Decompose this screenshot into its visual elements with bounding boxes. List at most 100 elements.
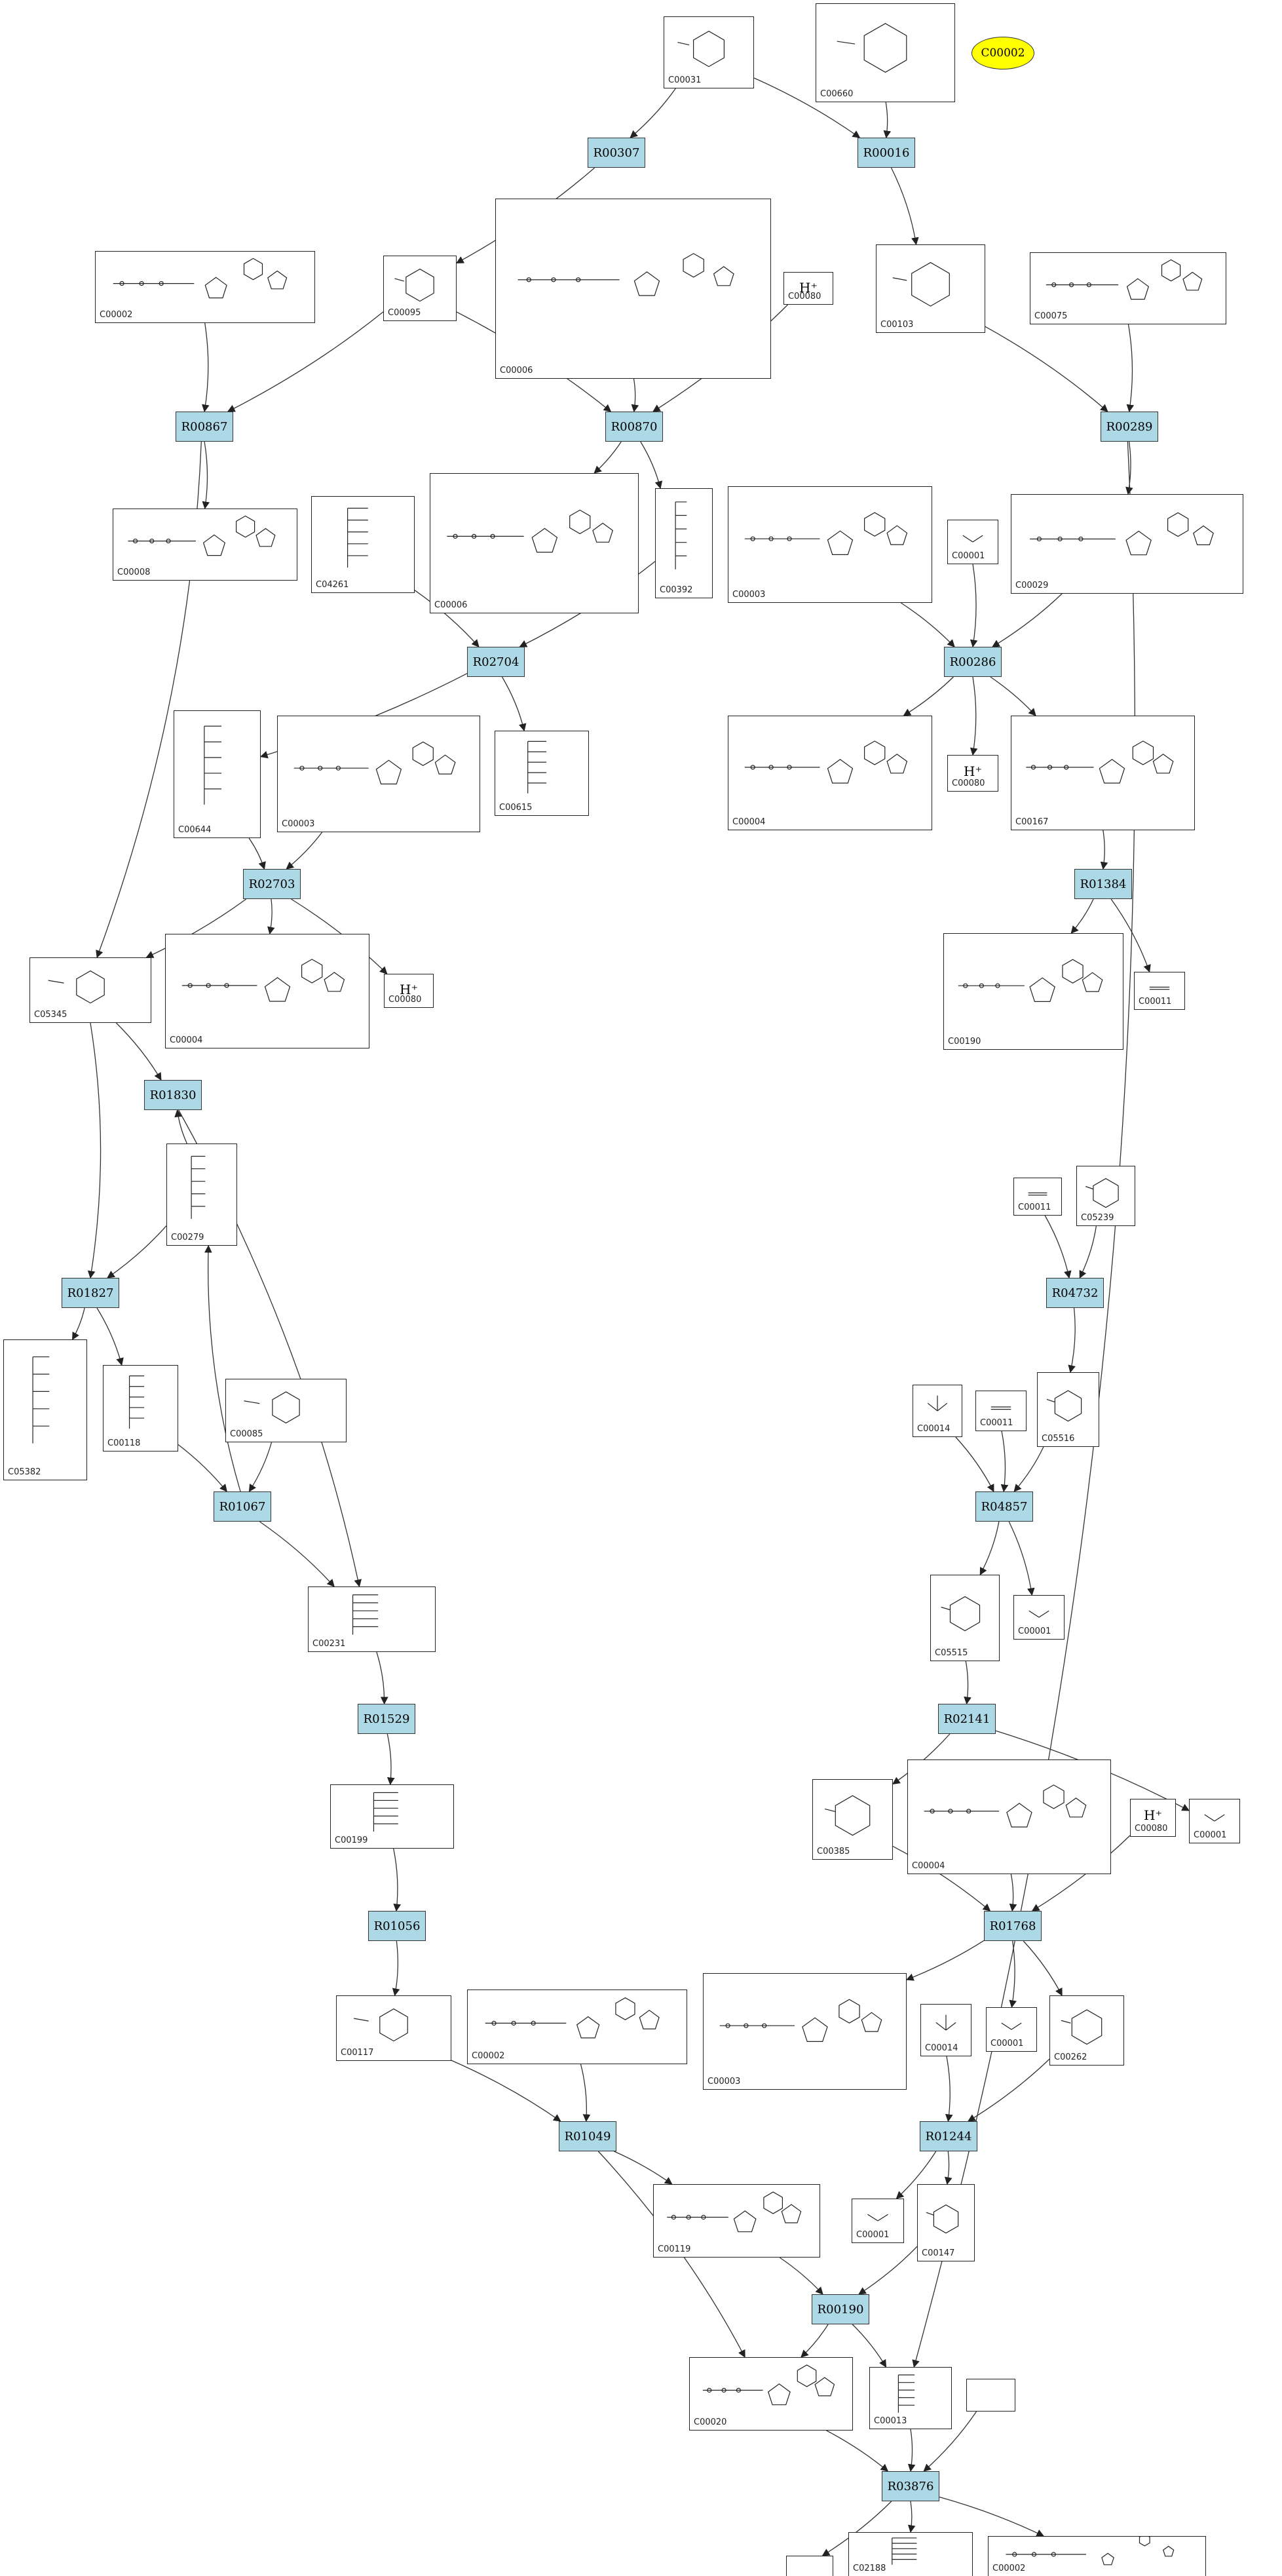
reaction-node[interactable]: R00870 xyxy=(605,412,663,442)
reaction-node[interactable]: R01244 xyxy=(920,2121,977,2151)
compound-node[interactable]: C00001 xyxy=(1013,1595,1065,1640)
edge-arrow xyxy=(905,1940,985,1981)
reaction-node[interactable]: R00286 xyxy=(944,647,1002,677)
compound-node[interactable]: C00006 xyxy=(430,473,639,613)
compound-node[interactable]: C00119 xyxy=(653,2184,820,2258)
compound-node[interactable]: C00147 xyxy=(917,2184,975,2261)
compound-node[interactable]: C00262 xyxy=(1049,1995,1124,2066)
reaction-node[interactable]: R00867 xyxy=(176,412,233,442)
compound-node[interactable]: C00385 xyxy=(812,1779,893,1860)
compound-node[interactable]: C00008 xyxy=(113,509,297,581)
compound-node[interactable]: C05239 xyxy=(1076,1166,1135,1226)
edge-arrow xyxy=(1031,1835,1131,1912)
compound-node[interactable]: C00001 xyxy=(1189,1799,1240,1843)
compound-node[interactable]: C05382 xyxy=(3,1339,87,1480)
compound-node[interactable]: C00190 xyxy=(943,933,1123,1050)
reaction-node[interactable]: R01049 xyxy=(559,2121,616,2151)
reaction-node[interactable]: R00289 xyxy=(1101,412,1158,442)
compound-node[interactable]: C00004 xyxy=(165,934,369,1048)
compound-node[interactable]: C00011 xyxy=(975,1391,1027,1431)
structure-icon xyxy=(352,1594,379,1635)
compound-node[interactable]: C00006 xyxy=(495,199,771,379)
compound-id: C00003 xyxy=(732,590,766,600)
edge-arrow xyxy=(992,593,1063,647)
compound-node[interactable]: C00199 xyxy=(330,1784,454,1849)
reaction-label: R00016 xyxy=(863,145,910,160)
reaction-node[interactable]: R01830 xyxy=(144,1080,202,1110)
compound-node[interactable]: C00615 xyxy=(495,731,589,816)
reaction-node[interactable]: R01768 xyxy=(984,1911,1042,1941)
compound-node[interactable]: C00001 xyxy=(986,2007,1037,2052)
compound-node[interactable]: C00231 xyxy=(308,1586,436,1652)
compound-node[interactable]: C00001 xyxy=(852,2199,904,2243)
compound-node[interactable]: H⁺C00080 xyxy=(783,272,833,305)
compound-node[interactable]: C00003 xyxy=(277,716,480,832)
compound-node[interactable]: C00085 xyxy=(225,1379,347,1442)
compound-node[interactable]: C00660 xyxy=(816,3,955,102)
compound-node[interactable]: C05345 xyxy=(29,957,151,1023)
edge-arrow xyxy=(393,1848,401,1912)
reaction-node[interactable]: R02703 xyxy=(243,869,301,899)
edge-arrow xyxy=(883,102,892,139)
compound-id: C00001 xyxy=(990,2039,1024,2048)
reaction-node[interactable]: R00016 xyxy=(858,138,915,168)
reaction-node[interactable]: R00307 xyxy=(588,138,645,168)
compound-node[interactable]: C02188 xyxy=(848,2532,973,2576)
compound-node[interactable]: C00014 xyxy=(913,1385,962,1437)
compound-node[interactable]: C05515 xyxy=(930,1575,1000,1661)
reaction-label: R00286 xyxy=(949,655,996,669)
compound-node[interactable]: C00167 xyxy=(1011,716,1195,830)
structure-icon xyxy=(204,725,222,805)
compound-id: C00003 xyxy=(707,2077,741,2086)
reaction-node[interactable]: R01056 xyxy=(368,1911,426,1941)
reaction-node[interactable]: R03876 xyxy=(882,2471,939,2501)
compound-node[interactable]: C00001 xyxy=(947,520,998,564)
reaction-node[interactable]: R01827 xyxy=(62,1278,119,1308)
compound-node[interactable]: C00392 xyxy=(655,488,713,598)
compound-node[interactable]: C00003 xyxy=(728,486,932,603)
compound-id: C00190 xyxy=(948,1037,981,1047)
compound-node[interactable]: C00013 xyxy=(869,2367,952,2429)
compound-node[interactable]: H⁺C00080 xyxy=(1130,1799,1176,1837)
compound-id: C00031 xyxy=(668,75,702,85)
compound-node[interactable]: H⁺C00080 xyxy=(384,974,434,1008)
compound-node[interactable]: C00002 xyxy=(467,1990,687,2064)
structure-icon xyxy=(892,261,950,307)
compound-node[interactable] xyxy=(966,2379,1015,2412)
compound-node[interactable]: H⁺C00080 xyxy=(947,755,998,792)
compound-node[interactable]: C00095 xyxy=(383,256,457,321)
compound-node[interactable]: C00031 xyxy=(664,16,754,88)
compound-node[interactable]: C00117 xyxy=(336,1995,451,2061)
compound-node[interactable]: C00004 xyxy=(728,716,932,830)
reaction-label: R00307 xyxy=(593,145,640,160)
compound-node[interactable]: C05516 xyxy=(1037,1372,1099,1447)
reaction-node[interactable]: R01529 xyxy=(358,1704,415,1734)
compound-node[interactable] xyxy=(786,2556,833,2576)
compound-node[interactable]: C00020 xyxy=(689,2357,853,2431)
compound-node[interactable]: C00279 xyxy=(166,1144,237,1246)
reaction-node[interactable]: R01067 xyxy=(214,1491,271,1522)
compound-node[interactable]: C00011 xyxy=(1134,972,1185,1010)
compound-node[interactable]: C00011 xyxy=(1013,1178,1062,1216)
reaction-node[interactable]: R02141 xyxy=(938,1704,996,1734)
reaction-label: R01056 xyxy=(373,1919,421,1933)
compound-node[interactable]: C00075 xyxy=(1030,252,1226,324)
reaction-node[interactable]: R04857 xyxy=(975,1491,1033,1522)
compound-node[interactable]: C00002 xyxy=(95,251,315,323)
reaction-node[interactable]: R01384 xyxy=(1074,869,1132,899)
compound-node[interactable]: C00118 xyxy=(103,1365,178,1451)
compound-node[interactable]: C00002 xyxy=(988,2536,1206,2576)
edge-arrow xyxy=(267,898,275,935)
compound-node[interactable]: C00014 xyxy=(920,2004,971,2056)
compound-node[interactable]: C00644 xyxy=(174,710,261,838)
edge-arrow xyxy=(955,1436,994,1493)
reaction-node[interactable]: R00190 xyxy=(812,2294,869,2324)
compound-node[interactable]: C00004 xyxy=(907,1759,1111,1874)
reaction-label: R01827 xyxy=(67,1286,114,1300)
reaction-node[interactable]: R02704 xyxy=(467,647,525,677)
compound-node[interactable]: C04261 xyxy=(311,496,415,593)
reaction-node[interactable]: R04732 xyxy=(1046,1278,1104,1308)
compound-node[interactable]: C00029 xyxy=(1011,494,1243,594)
compound-node[interactable]: C00103 xyxy=(876,244,985,333)
compound-node[interactable]: C00003 xyxy=(703,1973,907,2090)
